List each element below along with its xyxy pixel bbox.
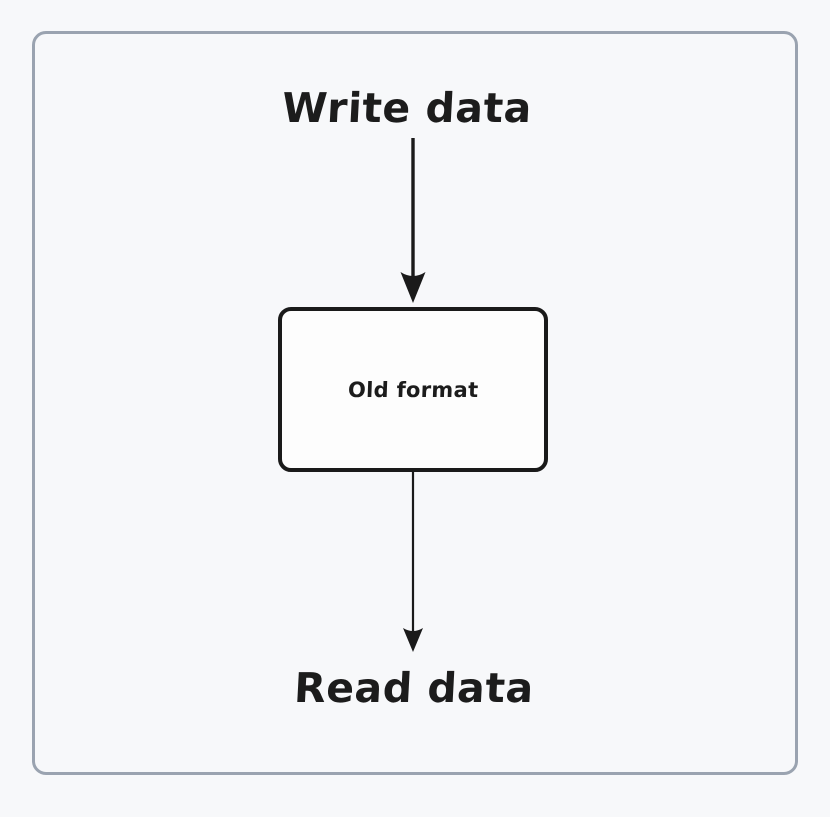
diagram-frame — [32, 31, 798, 775]
node-label-read-data: Read data — [293, 664, 535, 712]
node-label-old-format: Old format — [347, 377, 479, 402]
node-label-write-data: Write data — [280, 84, 534, 132]
arrow-old-format-to-read-head — [403, 628, 423, 652]
arrow-write-to-old-format-head — [400, 272, 426, 303]
arrow-old-format-to-read — [403, 472, 423, 652]
node-old-format[interactable]: Old format — [278, 307, 548, 472]
arrow-write-to-old-format — [400, 138, 426, 303]
